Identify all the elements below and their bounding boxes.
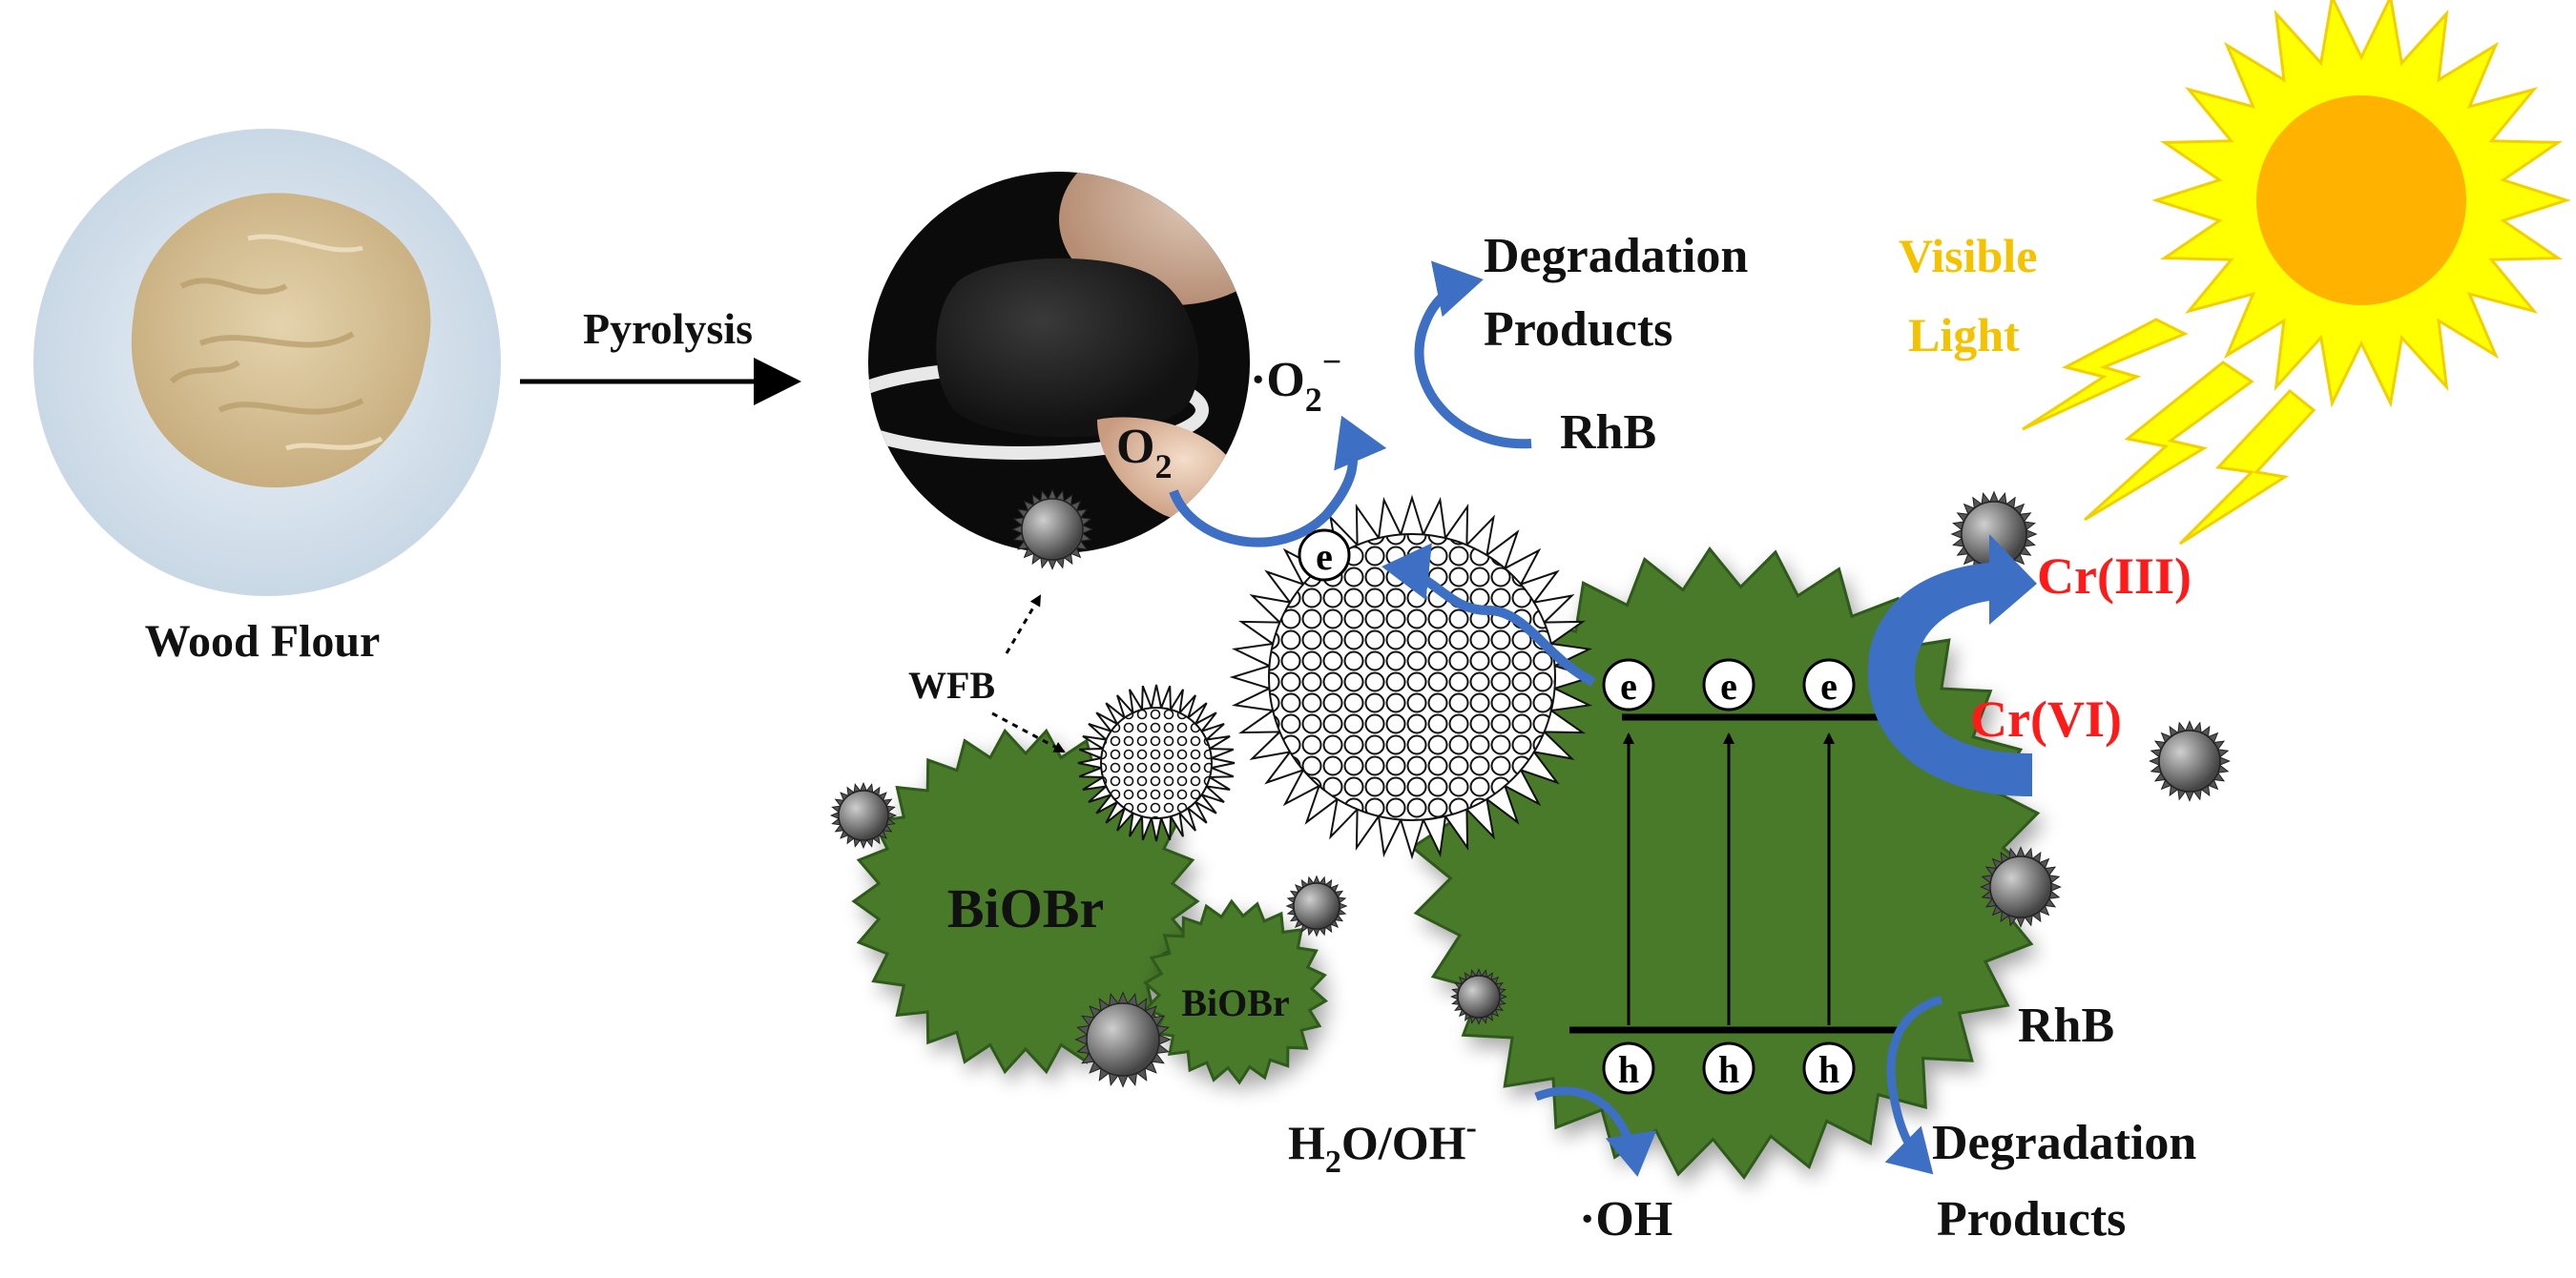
- wfb-particle-small: [1450, 968, 1507, 1025]
- superoxide-label: ·O2−: [1250, 342, 1341, 419]
- electron-2: e: [1702, 658, 1755, 711]
- wfb-pointer-up: [1005, 594, 1042, 654]
- h2o-oh-label: H2O/OH-: [1288, 1110, 1477, 1180]
- hole-3: h: [1802, 1041, 1856, 1095]
- electron-transferred: e: [1298, 528, 1351, 582]
- electron-1: e: [1602, 658, 1655, 711]
- degradation-products-bottom-line2: Products: [1937, 1192, 2126, 1247]
- particle-core: [1021, 498, 1084, 561]
- carbon-foam-photo: [868, 172, 1250, 553]
- degradation-products-top-line2: Products: [1484, 302, 1672, 357]
- visible-light-label-line2: Light: [1908, 308, 2020, 361]
- sun-icon: [2022, 0, 2571, 546]
- cr6-label: Cr(VI): [1970, 691, 2122, 748]
- h2o-suffix: O/OH: [1341, 1116, 1466, 1169]
- h2o-prefix: H: [1288, 1116, 1325, 1169]
- particle-core: [1293, 882, 1340, 930]
- hydroxyl-radical-label: ·OH: [1579, 1192, 1672, 1247]
- wfb-particle-small: [1285, 875, 1348, 938]
- wfb-particles: [829, 488, 2231, 1088]
- particle-core: [2158, 730, 2221, 793]
- hydroxyl-formation-arrow: [1534, 1086, 1657, 1177]
- biobr-small-label: BiOBr: [1181, 981, 1289, 1024]
- cr-reduction-arrow: [1867, 534, 2037, 796]
- biobr-particle-small: [1142, 898, 1329, 1085]
- rhb-degradation-arrow-bottom: [1884, 995, 1943, 1175]
- cr3-label: Cr(III): [2037, 547, 2192, 605]
- electron-label: e: [1620, 665, 1637, 708]
- pyrolysis-label: Pyrolysis: [583, 304, 753, 353]
- rhb-top-label: RhB: [1560, 405, 1656, 460]
- particle-core: [1086, 1002, 1160, 1077]
- wood-flour-photo: [33, 129, 501, 596]
- superoxide-text: ·O: [1250, 353, 1305, 407]
- biobr-large-label: BiOBr: [947, 877, 1104, 939]
- wfb-porous-sphere: [1229, 494, 1595, 860]
- wfb-pointer-down: [991, 711, 1066, 753]
- electron-3: e: [1802, 658, 1856, 711]
- wfb-particle-small: [1950, 490, 2038, 578]
- o2-reduction-arrow: [1169, 415, 1387, 547]
- wfb-particle-small: [829, 781, 898, 850]
- wfb-particle-small: [2149, 720, 2231, 802]
- wood-flour-label: Wood Flour: [145, 616, 381, 667]
- oh-superscript: -: [1465, 1110, 1476, 1145]
- hole-2: h: [1702, 1041, 1755, 1095]
- o2-subscript: 2: [1154, 447, 1172, 485]
- degradation-products-bottom-line1: Degradation: [1932, 1116, 2196, 1170]
- rhb-degradation-arrow-top: [1414, 260, 1532, 449]
- particle-core: [838, 790, 889, 841]
- hole-label: h: [1818, 1048, 1839, 1091]
- superoxide-superscript: −: [1322, 342, 1342, 381]
- rhb-bottom-label: RhB: [2018, 999, 2114, 1053]
- electron-label: e: [1820, 665, 1838, 708]
- hole-1: h: [1602, 1041, 1655, 1095]
- particle-core: [1989, 855, 2052, 918]
- wfb-particle-small: [1074, 991, 1172, 1088]
- wfb-label: WFB: [908, 664, 995, 707]
- particle-core: [1457, 975, 1501, 1019]
- h2o-subscript: 2: [1325, 1144, 1341, 1180]
- electron-label: e: [1720, 665, 1737, 708]
- electron-label: e: [1316, 535, 1333, 578]
- degradation-products-top-line1: Degradation: [1484, 229, 1748, 283]
- hole-label: h: [1718, 1048, 1739, 1091]
- o2-text: O: [1116, 420, 1154, 474]
- electron-transfer-arrow: [1381, 543, 1596, 687]
- visible-light-label-line1: Visible: [1899, 229, 2037, 282]
- hole-label: h: [1618, 1048, 1639, 1091]
- wfb-particle-small: [1980, 846, 2062, 928]
- wfb-particle-medium: [1077, 684, 1236, 842]
- superoxide-subscript: 2: [1305, 381, 1322, 419]
- o2-label: O2: [1116, 420, 1172, 485]
- wfb-particle-small: [1011, 488, 1093, 570]
